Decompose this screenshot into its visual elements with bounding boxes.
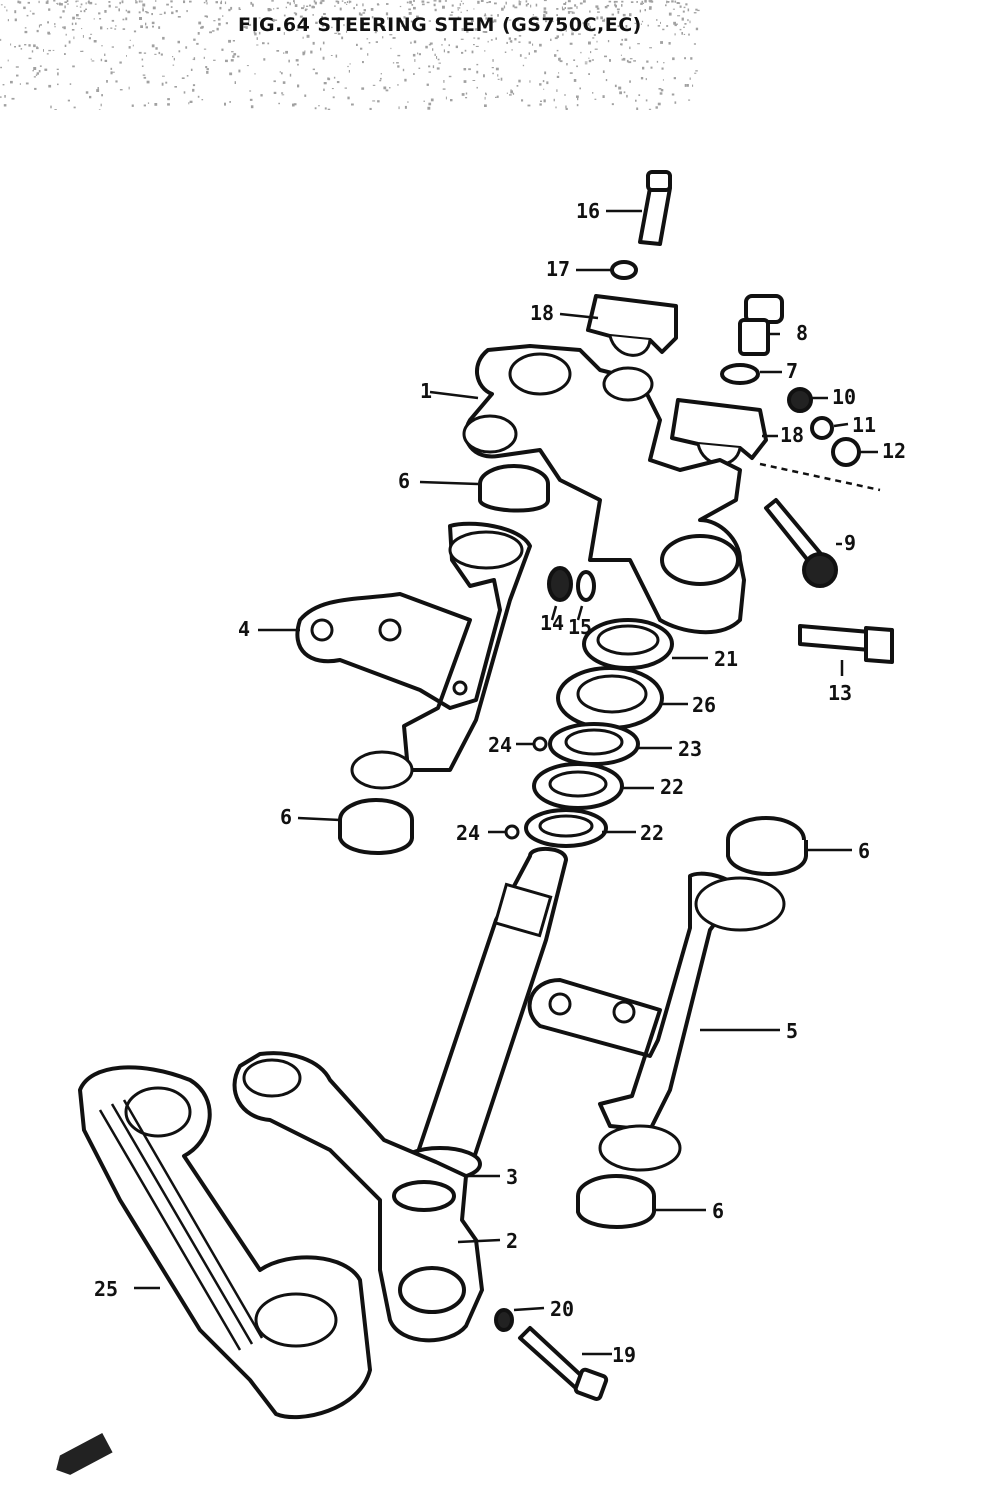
- cone-25: [556, 666, 664, 730]
- washer-11: [810, 416, 834, 440]
- label-3: 3: [506, 1165, 518, 1189]
- seal-6b: [350, 750, 414, 790]
- label-10: 10: [832, 385, 856, 409]
- label-26: 25: [94, 1277, 118, 1301]
- label-7: 7: [786, 359, 798, 383]
- label-9: 9: [844, 531, 856, 555]
- ball-24b: [504, 824, 520, 840]
- forward-arrow-icon: [56, 1432, 113, 1475]
- bearing-22a: [532, 762, 624, 810]
- lamp-bracket-4: [295, 521, 532, 772]
- race-23: [548, 722, 640, 766]
- nut-14: [547, 566, 573, 602]
- label-6c: 6: [280, 805, 292, 829]
- seal-6d: [726, 816, 808, 876]
- bolt-9: [764, 498, 838, 588]
- label-25: 26: [692, 693, 716, 717]
- washer-7: [720, 363, 760, 385]
- upper-bracket-1: [462, 344, 746, 635]
- nut-10: [787, 387, 813, 413]
- part-labels: 16 17 18 1 6 4 6 8 7 10 11 12 18 9 13 14…: [94, 199, 906, 1367]
- label-21: 21: [714, 647, 738, 671]
- bolt-8: [738, 294, 784, 356]
- label-13: 13: [828, 681, 852, 705]
- cover-26: [78, 1065, 372, 1419]
- label-11: 11: [852, 413, 876, 437]
- handlebar-holder-18b: [670, 398, 768, 466]
- label-5: 5: [786, 1019, 798, 1043]
- label-23: 23: [678, 737, 702, 761]
- label-6e: 6: [712, 1199, 724, 1223]
- lamp-bracket-5: [527, 871, 786, 1132]
- lower-bracket-2: [232, 1051, 484, 1343]
- handlebar-holder-18a: [586, 294, 678, 357]
- label-20: 17: [546, 257, 570, 281]
- seal-6a: [478, 464, 550, 513]
- ball-24a: [532, 736, 548, 752]
- leader-lines: [134, 209, 878, 1356]
- label-6a: 6: [398, 469, 410, 493]
- label-12: 12: [882, 439, 906, 463]
- label-17: 20: [550, 1297, 574, 1321]
- label-22a: 22: [660, 775, 684, 799]
- label-22b: 22: [640, 821, 664, 845]
- label-18a: 18: [530, 301, 554, 325]
- label-8: 8: [796, 321, 808, 345]
- seal-6e: [598, 1124, 682, 1172]
- bolt-13: [798, 624, 894, 664]
- label-1: 1: [420, 379, 432, 403]
- label-19: 16: [576, 199, 600, 223]
- bolt-16: [518, 1326, 609, 1401]
- seal-6f: [576, 1174, 656, 1229]
- bolt-19: [638, 170, 672, 246]
- label-14: 14: [540, 611, 564, 635]
- seal-6c: [338, 798, 414, 855]
- label-4: 4: [238, 617, 250, 641]
- figure-title: FIG.64 STEERING STEM (GS750C,EC): [238, 14, 642, 36]
- label-15: 15: [568, 615, 592, 639]
- scan-noise: [0, 0, 700, 110]
- label-2: 2: [506, 1229, 518, 1253]
- washer-20: [610, 260, 638, 280]
- label-24b: 24: [456, 821, 480, 845]
- washer-15: [576, 570, 596, 602]
- label-6d: 6: [858, 839, 870, 863]
- seal-21: [582, 618, 674, 670]
- nut-17: [494, 1308, 514, 1332]
- label-24a: 24: [488, 733, 512, 757]
- label-18b: 18: [780, 423, 804, 447]
- label-16: 19: [612, 1343, 636, 1367]
- race-22b: [524, 808, 608, 848]
- cap-12: [831, 437, 861, 467]
